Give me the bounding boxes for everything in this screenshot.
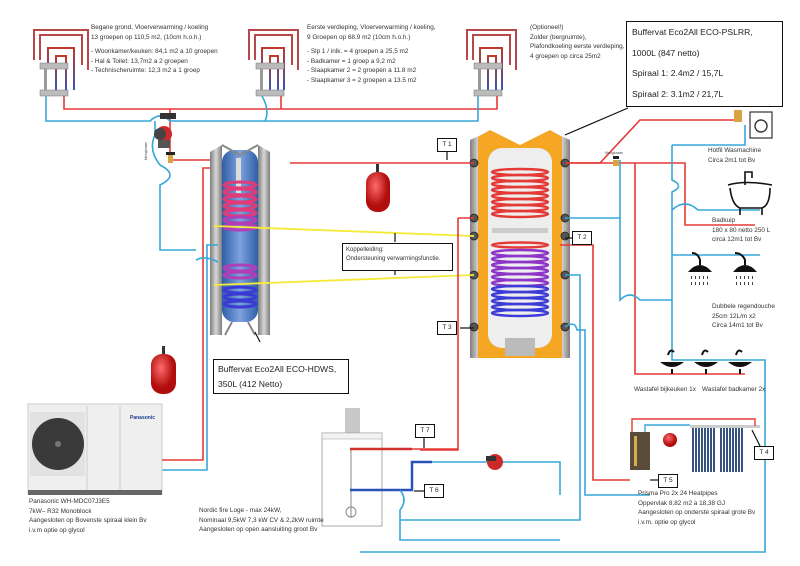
solar-description: Prisma Pro 2x 24 Heatpipes Oppervlak 8,8… — [638, 489, 755, 527]
sensor-t2: T 2 — [572, 231, 592, 245]
stove-description: Nordic fire Loge - max 24kW, Nominaal 9,… — [199, 506, 324, 535]
sink-utility-label: Wastafel bijkeuken 1x — [634, 386, 696, 393]
sensor-t3: T 3 — [437, 321, 457, 335]
large-buffer-tank — [469, 130, 570, 358]
large-buffer-info-box: Buffervat Eco2All ECO-PSLRR, 1000L (847 … — [626, 21, 783, 107]
floor-group-item: - Slaapkamer 3 = 2 groepen a 13.5 m2 — [307, 76, 417, 84]
heat-pump-type: 7kW– R32 Monoblock — [29, 507, 92, 515]
floor-manifold-first — [248, 29, 299, 97]
large-buffer-coil-2: Spiraal 2: 3.1m2 / 21,7L — [632, 88, 724, 99]
stove-circulation-pump — [486, 454, 503, 470]
coupling-pipes — [213, 225, 475, 286]
rain-shower-icon — [688, 252, 757, 285]
heat-pump-supply-pipe — [200, 167, 210, 461]
washer-distance: Circa 2m1 tot Bv — [708, 156, 756, 164]
floor-group-item: Plafondkoeling eerste verdieping, — [530, 43, 625, 51]
expansion-vessel-heatpump — [151, 346, 176, 394]
heat-pump-return-pipe — [160, 244, 219, 471]
solar-pipes — [631, 418, 756, 432]
mixing-valve-heating — [166, 152, 175, 163]
coupling-info-box: Koppelleiding: Ondersteuning verwarmings… — [342, 243, 453, 271]
sink-bathroom-label: Wastafel badkamer 2x — [702, 386, 766, 393]
solar-note: i.v.m. optie op glycol — [638, 518, 696, 526]
floor-group-heading: (Optioneel!) — [530, 24, 564, 31]
bath-name: Badkuip — [712, 217, 736, 224]
sensor-t7: T 7 — [415, 424, 435, 438]
annotation-pointers — [254, 107, 761, 492]
floor-group-item: - Slaapkamer 2 = 2 groepen a 11.8 m2 — [307, 67, 417, 75]
floor-group-sub: Zolder (bergruimte), — [530, 33, 587, 41]
mixing-valve-dhw — [613, 156, 619, 166]
shower-description: Dubbele regendouche 25cm 12L/m x2 Circa … — [712, 302, 775, 331]
large-buffer-coil-1: Spiraal 1: 2.4m2 / 15,7L — [632, 68, 724, 78]
floor-group-sub: 13 groepen op 110,5 m2, (10cm h.o.h.) — [91, 33, 202, 41]
heat-pump-connection: Aangesloten op Bovenste spiraal klein Bv — [29, 517, 147, 525]
large-buffer-model: Buffervat Eco2All ECO-PSLRR, — [632, 27, 753, 37]
stove-connection: Aangesloten op open aansluiting groot Bv — [199, 526, 318, 534]
shower-name: Dubbele regendouche — [712, 303, 775, 310]
heating-supply-main — [63, 96, 498, 161]
floor-group-item: - Technischeruimte: 12,3 m2 a 1 groep — [91, 67, 200, 75]
coupling-description: Ondersteuning verwarmingsfunctie. — [346, 256, 441, 262]
bath-size: 180 x 80 netto 250 L — [712, 226, 771, 234]
stove-return-pipe — [350, 460, 561, 541]
tank-supply-pipes — [290, 119, 755, 481]
shower-distance: Circa 14m1 tot Bv — [712, 322, 763, 330]
floor-group-sub: 9 Groepen op 68.9 m2 (10cm h.o.h.) — [307, 33, 411, 41]
sensor-t5: T 5 — [658, 474, 678, 488]
shower-flow: 25cm 12L/m x2 — [712, 312, 756, 320]
mixing-valve-label-heating: Mengkraan — [144, 142, 148, 160]
floor-group-item: - Badkamer = 1 groep a 9,2 m2 — [307, 57, 396, 65]
coupling-title: Koppelleiding: — [346, 247, 384, 253]
floor-group-ground: Begane grond, Vloerverwarming / koeling … — [91, 23, 218, 76]
wood-stove — [321, 408, 383, 527]
heat-pump-model: Panasonic WH-MDC07J3E5 — [29, 498, 110, 505]
mixing-valve-label-dhw: Mengkraan — [605, 151, 623, 155]
heat-pump-note: i.v.m optie op glycol — [29, 526, 85, 534]
heating-circulation-pump — [154, 113, 176, 148]
floor-group-item: - Slp 1 / inlk. = 4 groepen a 25,5 m2 — [307, 48, 409, 56]
stove-power: Nominaal 9,5kW 7,3 kW CV & 2,2kW ruimte — [199, 516, 324, 524]
bath-description: Badkuip 180 x 80 netto 250 L circa 12m1 … — [712, 216, 770, 245]
floor-group-first: Eerste verdieping, Vloerverwarming / koe… — [307, 23, 436, 86]
sensor-t1: T 1 — [437, 138, 457, 152]
small-buffer-info-box: Buffervat Eco2All ECO-HDWS, 350L (412 Ne… — [213, 359, 349, 394]
solar-station — [630, 432, 677, 470]
washer-description: Hotfil Wasmachine Circa 2m1 tot Bv — [708, 146, 761, 165]
small-buffer-tank — [210, 144, 270, 336]
sink-icons — [660, 349, 752, 374]
floor-group-item: - Woonkamer/keuken: 84,1 m2 a 10 groepen — [91, 48, 218, 56]
bath-distance: circa 12m1 tot Bv — [712, 236, 762, 244]
bathtub-icon — [727, 171, 773, 215]
floor-manifold-attic — [466, 29, 517, 97]
sensor-t4: T 4 — [754, 446, 774, 460]
solar-model: Prisma Pro 2x 24 Heatpipes — [638, 490, 718, 497]
small-buffer-volume: 350L (412 Netto) — [218, 378, 283, 389]
tank-return-pipes — [360, 125, 766, 553]
floor-group-attic: (Optioneel!) Zolder (bergruimte), Plafon… — [530, 23, 625, 61]
floor-group-heading: Begane grond, Vloerverwarming / koeling — [91, 24, 209, 31]
floor-group-heading: Eerste verdieping, Vloerverwarming / koe… — [307, 24, 436, 31]
solar-area: Oppervlak 8,82 m2 a 18,38 GJ — [638, 499, 726, 507]
small-buffer-model: Buffervat Eco2All ECO-HDWS, — [218, 364, 337, 374]
sensor-t6: T 6 — [424, 484, 444, 498]
stove-model: Nordic fire Loge - max 24kW, — [199, 507, 282, 514]
heat-pump-unit — [27, 403, 163, 495]
heat-pump-description: Panasonic WH-MDC07J3E5 7kW– R32 Monobloc… — [29, 497, 147, 535]
washing-machine-icon — [734, 110, 773, 139]
solar-collectors — [690, 425, 760, 472]
heat-pump-brand: Panasonic — [130, 415, 156, 421]
washer-name: Hotfil Wasmachine — [708, 147, 762, 154]
floor-group-item: 4 groepen op circa 25m2 — [530, 52, 601, 60]
solar-connection: Aangesloten op onderste spiraal grote Bv — [638, 509, 756, 517]
floor-group-item: - Hal & Toilet: 13,7m2 a 2 groepen — [91, 57, 188, 65]
large-buffer-volume: 1000L (847 netto) — [632, 47, 700, 58]
expansion-vessel-heating — [366, 164, 390, 212]
heating-return-main — [45, 95, 479, 251]
floor-manifold-ground — [33, 29, 89, 97]
